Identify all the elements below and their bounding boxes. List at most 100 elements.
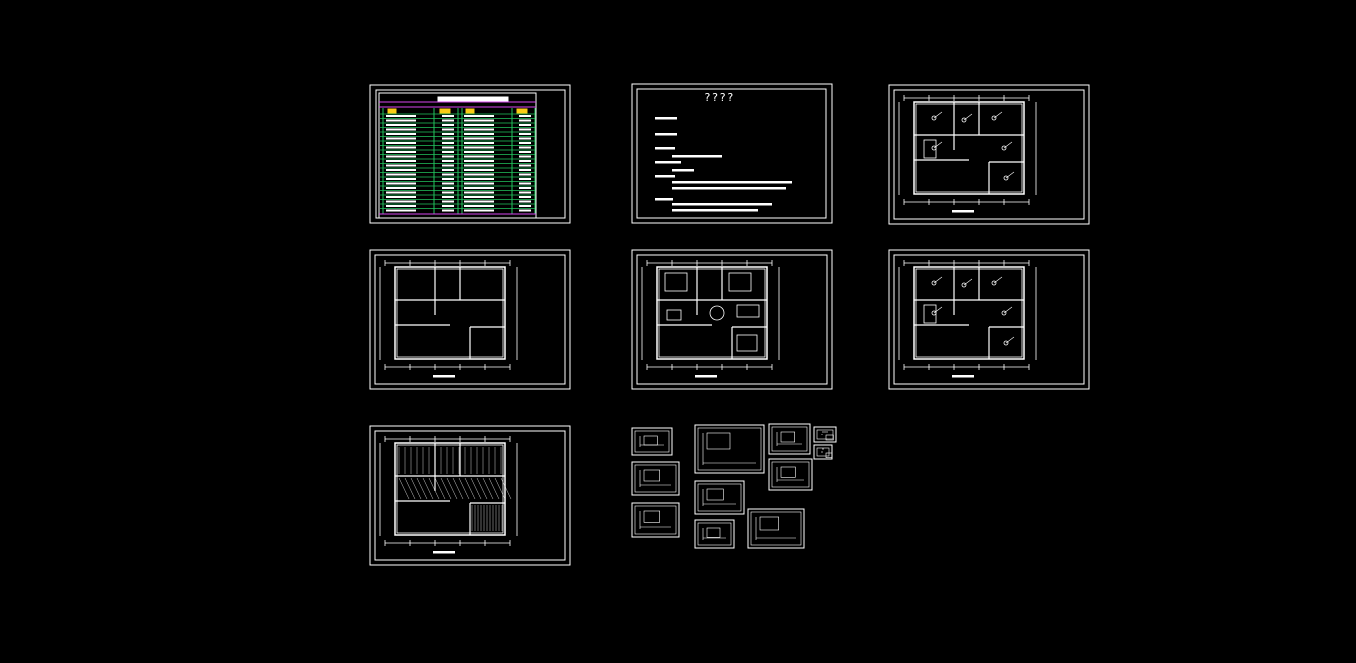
floor-plan-drawing	[641, 260, 780, 378]
sheet-plan-walls[interactable]	[369, 249, 571, 390]
table-cell-text	[464, 200, 494, 203]
table-cell-text	[442, 209, 454, 212]
outer-wall-inner	[915, 268, 1023, 358]
wiring-arc	[933, 276, 943, 284]
detail-frame	[813, 426, 837, 443]
table-cell-text	[464, 119, 494, 122]
floor-hatch	[428, 477, 440, 500]
note-text-line	[655, 161, 681, 164]
floor-hatch	[500, 477, 512, 500]
notes-sheet-title: ????	[704, 91, 735, 104]
sheet-border-inner	[636, 254, 828, 385]
sheet-detail-cluster[interactable]	[631, 423, 837, 549]
table-cell-text	[464, 169, 494, 171]
sheet-plan-lighting-b[interactable]	[888, 249, 1090, 390]
table-cell-text	[386, 124, 416, 126]
table-cell-text	[442, 178, 454, 180]
sheet-border-inner	[374, 430, 566, 561]
table-cell-text	[519, 169, 531, 171]
sofa	[736, 304, 760, 318]
detail-frame	[694, 519, 735, 549]
bed	[728, 272, 752, 292]
sheet-plan-furniture[interactable]	[631, 249, 833, 390]
detail-element	[706, 488, 724, 501]
table-cell-text	[386, 151, 416, 153]
table-cell-text	[386, 178, 416, 180]
floor-hatch	[494, 477, 506, 500]
floor-plan-drawing	[898, 260, 1037, 378]
table-cell-text	[464, 209, 494, 212]
table-cell-text	[442, 133, 454, 135]
detail-frame-inner	[697, 522, 732, 546]
sheet-border-inner	[636, 88, 827, 219]
outer-wall	[913, 101, 1025, 195]
detail-frame	[631, 461, 680, 496]
light-fixture	[991, 280, 997, 286]
table-cell-text	[386, 196, 416, 198]
table-cell-text	[442, 182, 454, 185]
sheet-border-outer	[369, 249, 571, 390]
table-cell-text	[519, 187, 531, 189]
wiring-arc	[1003, 306, 1013, 314]
table-frame	[378, 92, 537, 219]
table-cell-text	[442, 169, 454, 171]
outer-wall-inner	[396, 444, 504, 534]
material-table-grid	[378, 92, 537, 219]
table-cell-text	[519, 142, 531, 144]
detail-element	[825, 434, 834, 441]
table-cell-text	[386, 160, 416, 162]
table-cell-text	[442, 160, 454, 162]
light-fixture	[961, 117, 967, 123]
table-cell-text	[386, 169, 416, 171]
detail-element	[780, 466, 796, 478]
sheet-material-table[interactable]	[369, 84, 571, 224]
table-header-cell	[439, 108, 451, 114]
outer-wall-inner	[915, 103, 1023, 193]
table-header-cell	[387, 108, 397, 114]
table-cell-text	[519, 128, 531, 131]
wiring-arc	[993, 276, 1003, 284]
stair-block	[923, 304, 937, 324]
sheet-design-notes[interactable]	[631, 83, 833, 224]
detail-frame	[694, 480, 745, 515]
detail-element	[706, 527, 721, 538]
wiring-arc	[933, 141, 943, 149]
wiring-arc	[1005, 336, 1015, 344]
light-fixture	[991, 115, 997, 121]
table-cell-text	[464, 146, 494, 149]
floor-plan-drawing	[379, 436, 518, 554]
light-fixture	[931, 280, 937, 286]
light-fixture	[1003, 175, 1009, 181]
sheet-border-inner	[893, 254, 1085, 385]
sheet-plan-lighting-a[interactable]	[888, 84, 1090, 225]
plan-title-text	[952, 210, 974, 213]
table-cell-text	[519, 155, 531, 158]
table-cell-text	[386, 128, 416, 131]
table-cell-text	[519, 200, 531, 203]
floor-hatch	[476, 477, 488, 500]
table-cell-text	[464, 124, 494, 126]
note-text-line	[655, 198, 673, 201]
plan-title-text	[952, 375, 974, 378]
floor-hatch	[482, 477, 494, 500]
outer-wall	[394, 442, 506, 536]
detail-frame	[694, 424, 765, 474]
table-cell-text	[386, 155, 416, 158]
table-cell-text	[519, 196, 531, 198]
detail-frame	[631, 502, 680, 538]
floor-hatch	[470, 477, 482, 500]
note-text-line	[672, 181, 792, 184]
bed	[664, 272, 688, 292]
stair-block	[923, 139, 937, 159]
note-text-line	[655, 175, 675, 178]
wiring-arc	[933, 111, 943, 119]
table-cell-text	[442, 205, 454, 207]
floor-hatch	[410, 477, 422, 500]
sheet-plan-flooring[interactable]	[369, 425, 571, 566]
table-cell-text	[442, 128, 454, 131]
table-header-cell	[516, 108, 528, 114]
table-cell-text	[442, 137, 454, 140]
table-cell-text	[519, 164, 531, 167]
